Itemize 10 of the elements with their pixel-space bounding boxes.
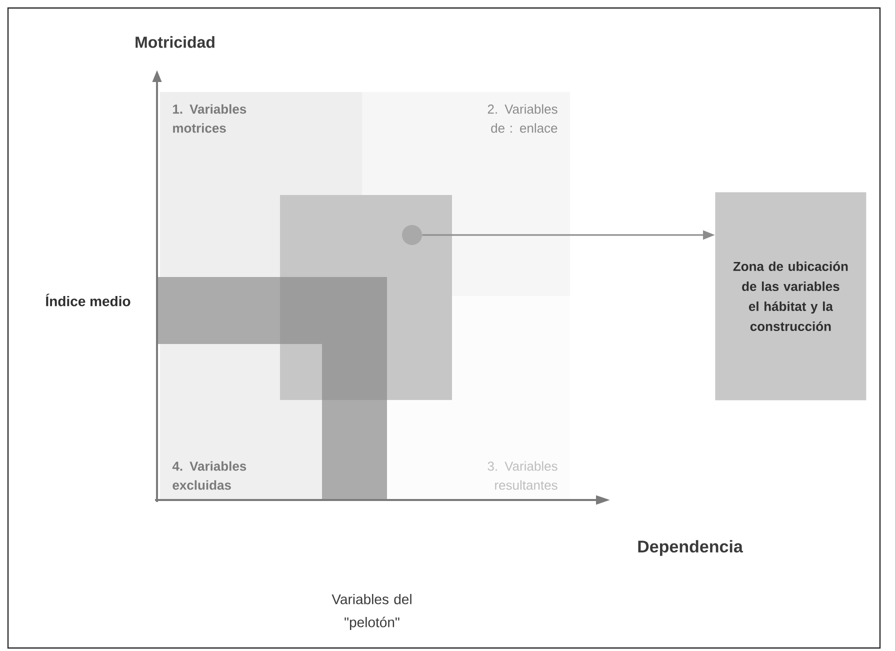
quadrant-label: 4. Variables excluidas <box>172 461 246 490</box>
axis-label: Variables del "pelotón" <box>332 594 412 630</box>
quadrant-label: 3. Variables resultantes <box>488 461 558 490</box>
zone-box: Zona de ubicación de las variables el hábitat y la construcción <box>715 192 866 400</box>
quadrant-label: 1. Variables motrices <box>173 104 246 133</box>
axis-label: Índice medio <box>46 294 130 306</box>
axis-label: Dependencia <box>638 540 744 556</box>
dot-marker <box>402 225 422 245</box>
quadrant-label: 2. Variables de : enlace <box>488 104 558 133</box>
axis-label: Motricidad <box>136 36 214 48</box>
